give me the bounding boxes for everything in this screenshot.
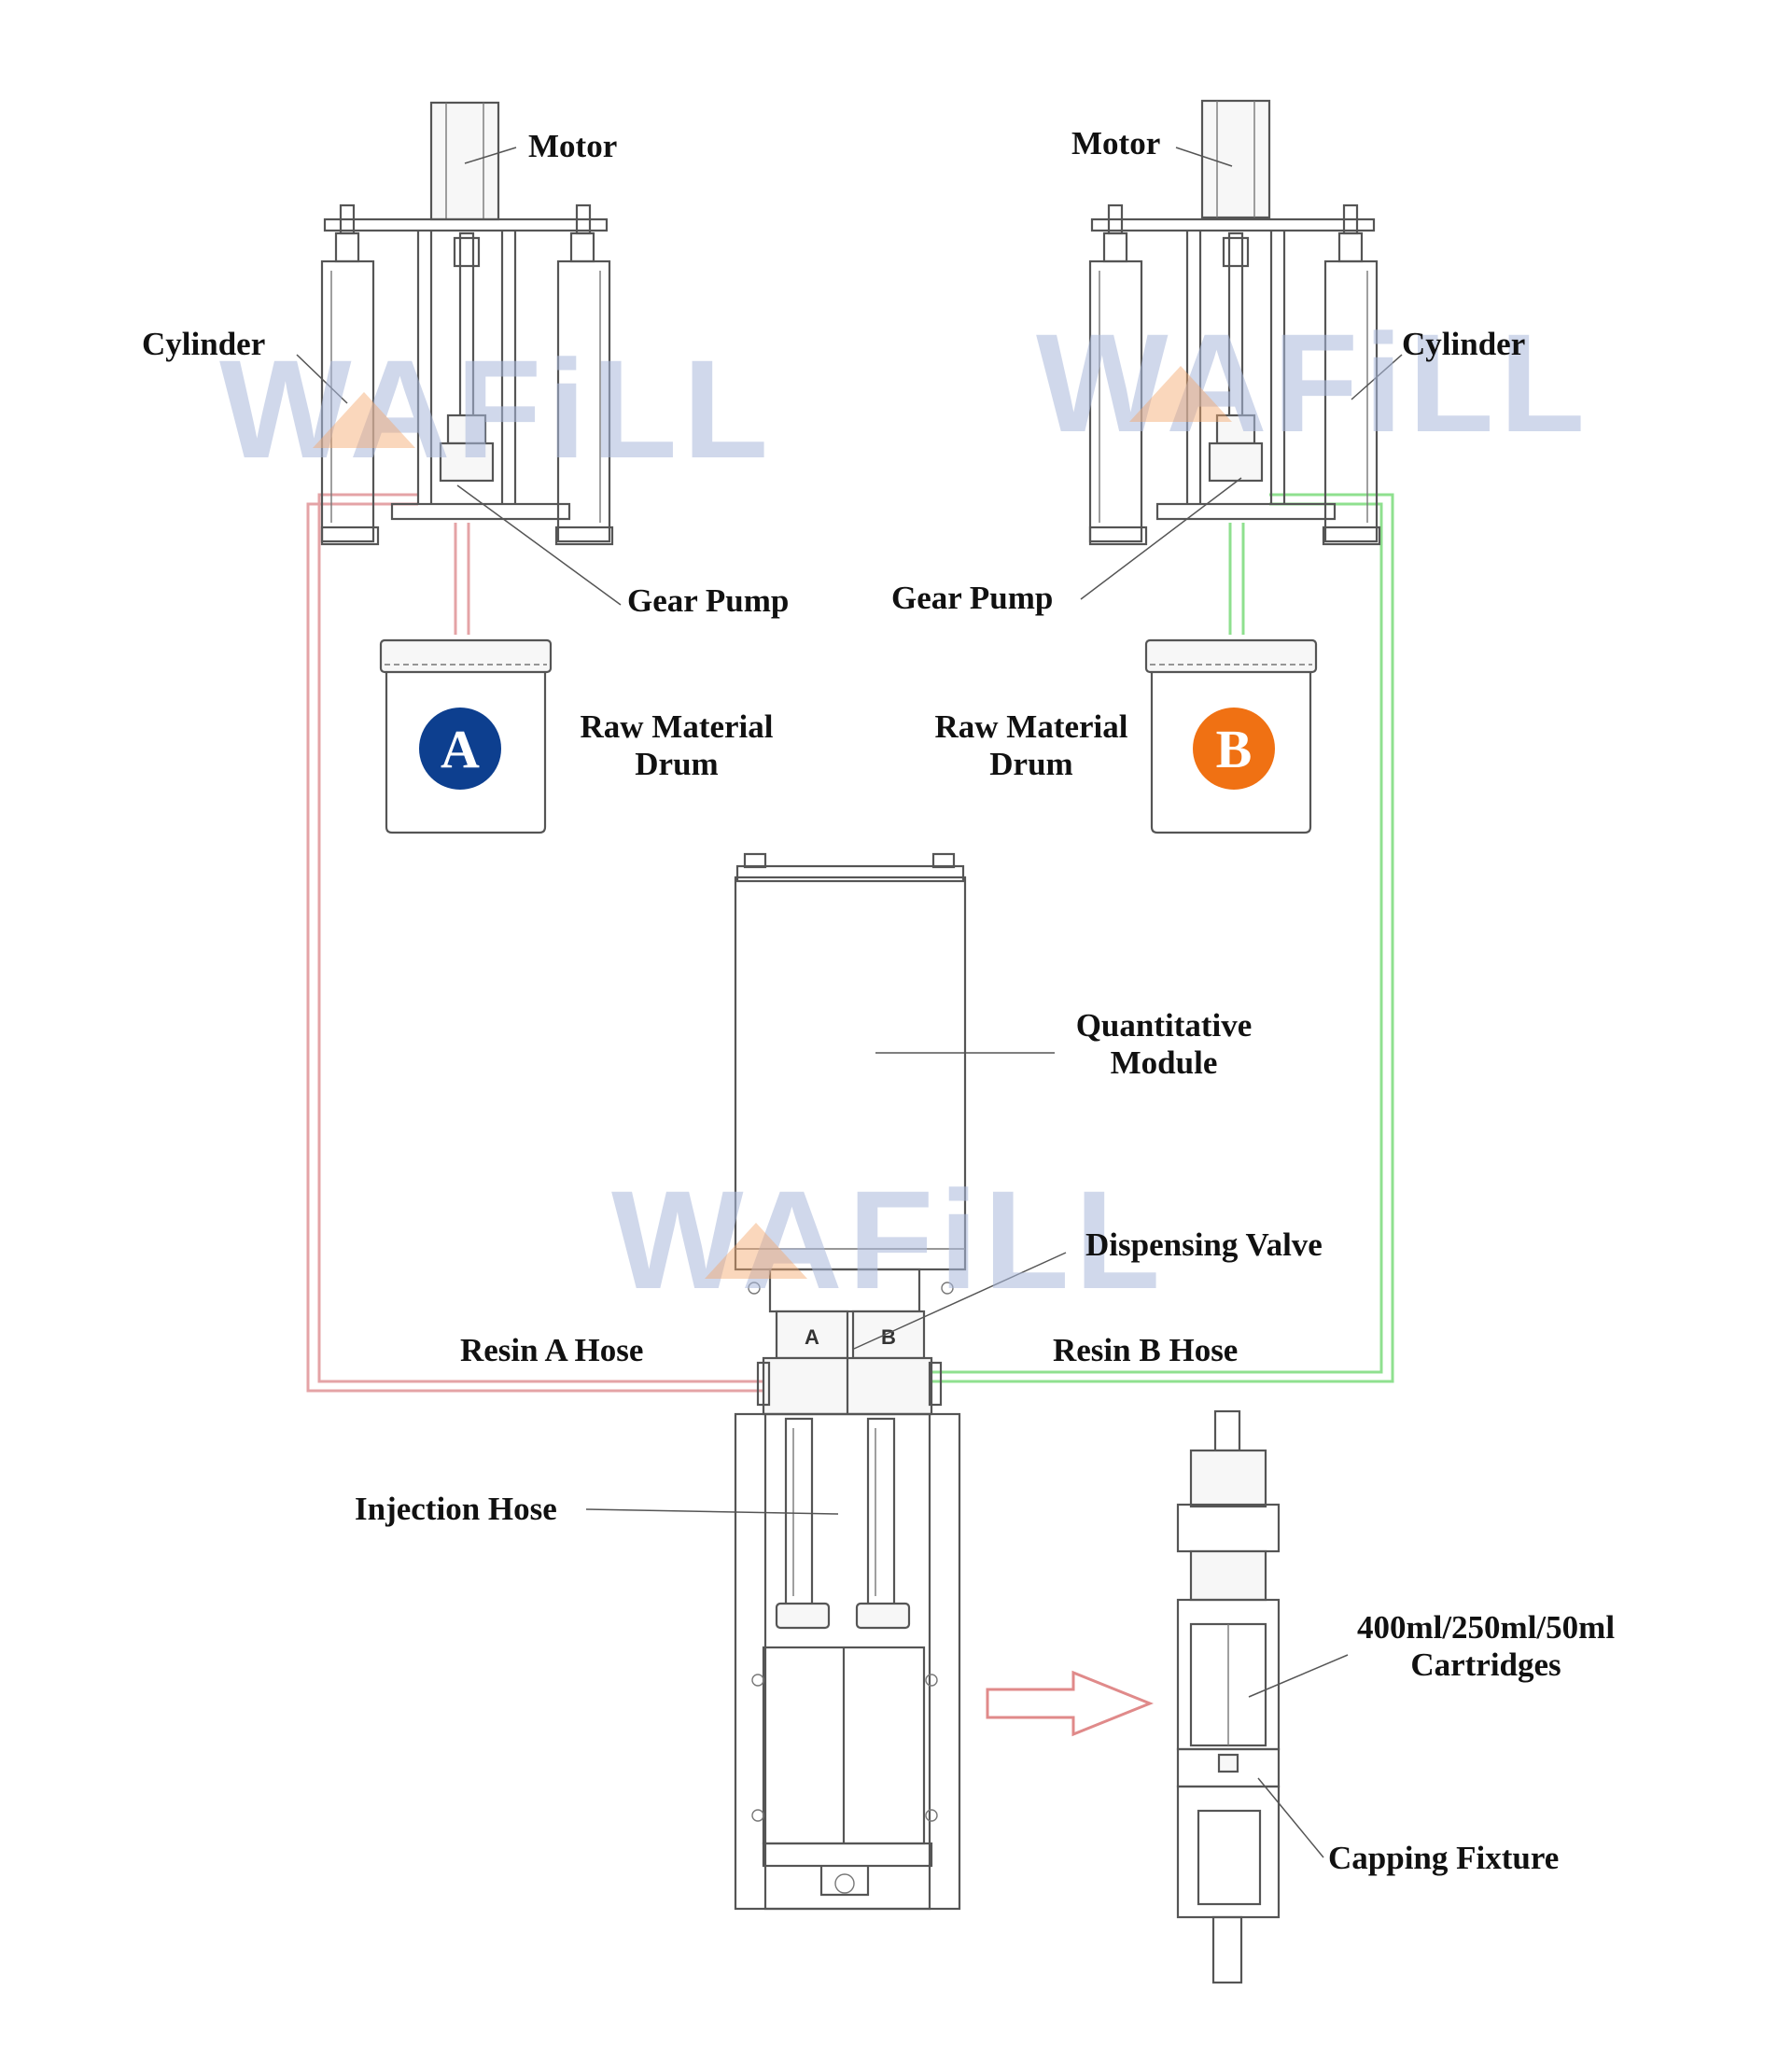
badge-b-letter: B — [1216, 719, 1253, 779]
process-arrow — [986, 1670, 1155, 1737]
label-raw-drum-right-2: Drum — [989, 746, 1072, 782]
badge-b-circle — [1193, 708, 1275, 790]
label-cartridges-2: Cartridges — [1410, 1647, 1561, 1683]
injection-station — [734, 1412, 961, 1911]
raw-material-drum-a — [379, 638, 553, 834]
label-injection-hose: Injection Hose — [355, 1491, 557, 1527]
watermark-group: WAFiLL WAFiLL WAFiLL — [219, 304, 1590, 1318]
valve-label-b: B — [881, 1325, 896, 1349]
label-capping-fixture: Capping Fixture — [1328, 1840, 1559, 1876]
label-raw-drum-left-1: Raw Material — [580, 708, 773, 745]
label-raw-drum-left-2: Drum — [635, 746, 718, 782]
label-motor-right: Motor — [1071, 125, 1160, 161]
label-cylinder-right: Cylinder — [1402, 326, 1525, 362]
label-raw-drum-right-1: Raw Material — [934, 708, 1127, 745]
label-quantitative-2: Module — [1111, 1044, 1218, 1081]
badge-a-circle — [419, 708, 501, 790]
watermark-text-2: WAFiLL — [1036, 304, 1590, 461]
watermark-accent-2 — [1129, 366, 1232, 422]
watermark-accent-1 — [313, 392, 415, 448]
badge-a-letter: A — [441, 719, 480, 779]
leader-lines — [296, 147, 1403, 1858]
label-gear-pump-right: Gear Pump — [891, 580, 1053, 616]
left-pump-assembly — [320, 101, 614, 546]
label-cartridges-1: 400ml/250ml/50ml — [1357, 1609, 1615, 1646]
watermark-text-3: WAFiLL — [611, 1161, 1166, 1318]
label-gear-pump-left: Gear Pump — [627, 582, 789, 619]
label-cylinder-left: Cylinder — [142, 326, 265, 362]
watermark-accent-3 — [705, 1223, 807, 1279]
right-pump-assembly — [1088, 99, 1381, 546]
label-resin-a-hose: Resin A Hose — [460, 1332, 643, 1368]
resin-a-hose-line — [306, 493, 765, 1393]
capping-fixture — [1176, 1409, 1281, 1984]
dispensing-valve — [756, 1268, 943, 1416]
raw-material-drum-b — [1144, 638, 1318, 834]
label-motor-left: Motor — [528, 128, 617, 164]
watermark-text-1: WAFiLL — [219, 330, 774, 487]
label-quantitative-1: Quantitative — [1076, 1007, 1253, 1044]
valve-label-a: A — [805, 1325, 819, 1349]
label-resin-b-hose: Resin B Hose — [1053, 1332, 1238, 1368]
label-dispensing-valve: Dispensing Valve — [1085, 1226, 1323, 1263]
